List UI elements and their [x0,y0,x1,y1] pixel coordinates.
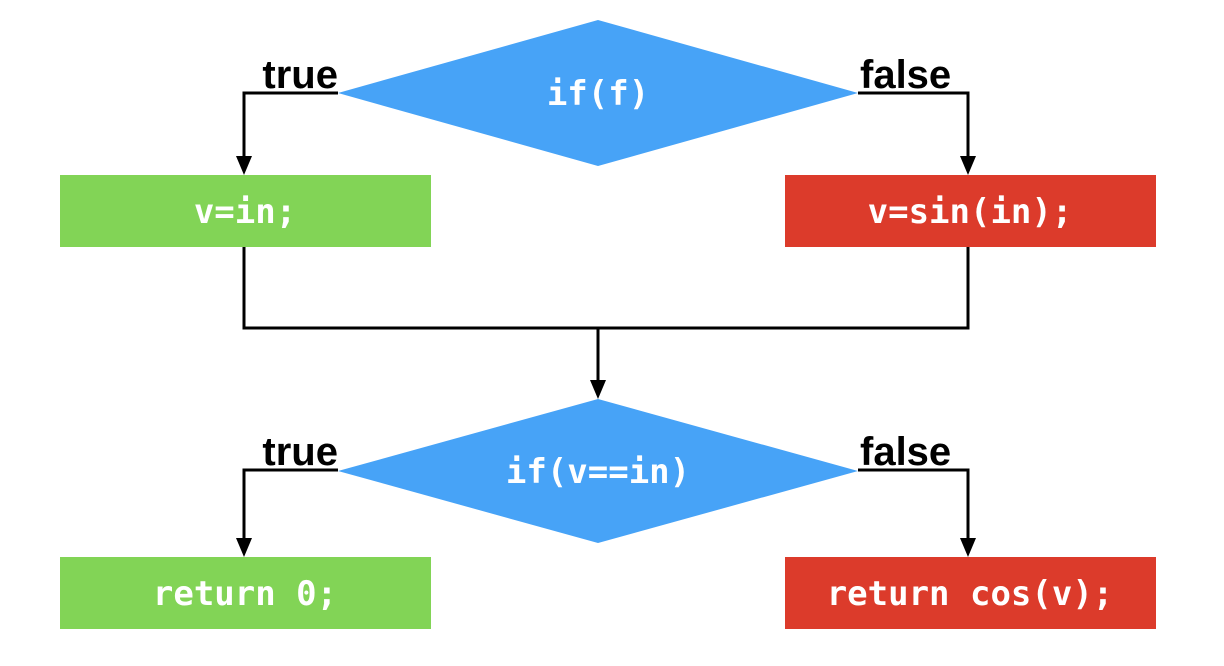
arrowhead-d2-false [960,538,976,557]
decision-2-label: if(v==in) [506,452,690,492]
process-box-true-2 [60,557,431,629]
process-box-false-2 [785,557,1156,629]
arrowhead-d2-true [236,538,252,557]
edge-label-true-1: true [262,53,338,97]
arrowhead-d1-true [236,156,252,175]
edge-label-false-2: false [860,430,951,474]
edge-label-false-1: false [860,53,951,97]
edge-label-true-2: true [262,430,338,474]
connector-d1-false [858,91,970,158]
connector-d2-false [858,468,970,540]
arrowhead-d1-false [960,156,976,175]
decision-diamond-2 [338,399,858,543]
process-false-1-label: v=sin(in); [868,192,1073,232]
arrowhead-merge [590,380,606,399]
process-box-false-1 [785,175,1156,247]
process-box-true-1 [60,175,431,247]
decision-1-label: if(f) [547,74,649,114]
connector-d1-true [242,91,338,158]
connector-d2-true [242,468,338,540]
process-true-1-label: v=in; [194,192,296,232]
process-false-2-label: return cos(v); [827,574,1114,614]
merge-connector [242,247,970,330]
process-true-2-label: return 0; [153,574,337,614]
decision-diamond-1 [338,20,858,166]
